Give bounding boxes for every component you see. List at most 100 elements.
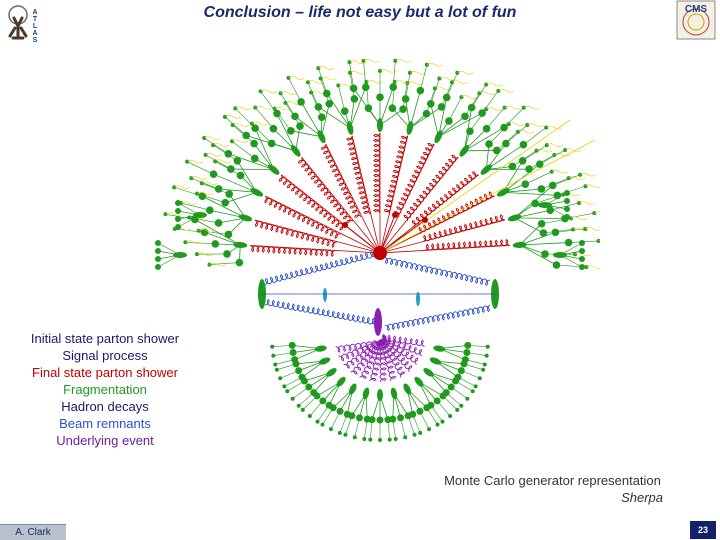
hadron-track bbox=[559, 254, 583, 260]
secondary-vertex bbox=[422, 217, 428, 223]
photon-line bbox=[213, 143, 230, 147]
photon-line bbox=[486, 82, 503, 87]
gluon-shower bbox=[346, 135, 371, 215]
slide-title: Conclusion – life not easy but a lot of … bbox=[203, 4, 517, 21]
hadron-track bbox=[544, 204, 568, 210]
decay-track bbox=[307, 82, 319, 108]
hadron bbox=[579, 256, 585, 262]
hadron-track bbox=[435, 360, 459, 378]
photon-line bbox=[186, 159, 204, 164]
hadron-track bbox=[301, 360, 325, 378]
photon-line bbox=[551, 169, 568, 174]
hadron-track bbox=[435, 360, 462, 371]
decay-product bbox=[455, 407, 460, 412]
decay-track bbox=[523, 127, 547, 145]
decay-product bbox=[459, 403, 464, 408]
decay-product bbox=[274, 367, 279, 372]
hadron-track bbox=[544, 204, 568, 218]
photon-line bbox=[198, 229, 215, 233]
hadron-track bbox=[514, 209, 551, 219]
decay-track bbox=[309, 400, 324, 417]
gluon-shower bbox=[250, 245, 336, 258]
hadron-track bbox=[514, 217, 544, 234]
decay-product bbox=[233, 106, 238, 111]
hadron-track bbox=[228, 153, 274, 171]
decay-product bbox=[364, 79, 369, 84]
decay-product bbox=[387, 437, 392, 442]
hadron-track bbox=[406, 388, 414, 415]
yellow-track bbox=[379, 119, 571, 254]
gluon-shower bbox=[279, 174, 346, 231]
photon-line bbox=[363, 59, 380, 63]
decay-track bbox=[273, 352, 294, 356]
secondary-vertex bbox=[342, 222, 348, 228]
decay-product bbox=[481, 367, 486, 372]
decay-track bbox=[471, 84, 487, 108]
event-generator-diagram bbox=[155, 58, 600, 442]
hadron bbox=[175, 200, 181, 206]
hadron-track bbox=[177, 202, 201, 216]
decay-product bbox=[296, 403, 301, 408]
decay-track bbox=[420, 64, 428, 91]
hard-leg bbox=[379, 219, 426, 254]
hadron-track bbox=[351, 393, 367, 417]
hadron-track bbox=[485, 143, 490, 170]
hadron-track bbox=[379, 394, 389, 420]
decay-track bbox=[442, 395, 458, 411]
legend-signal-process: Signal process bbox=[62, 348, 148, 363]
hadron bbox=[384, 416, 392, 424]
photon-line bbox=[586, 265, 600, 269]
photon-line bbox=[546, 143, 563, 147]
hadron-track bbox=[428, 372, 447, 393]
decay-track bbox=[196, 193, 226, 203]
hadron-track bbox=[225, 191, 257, 204]
yellow-track bbox=[379, 139, 596, 254]
decay-track bbox=[448, 96, 462, 122]
hadron-track bbox=[485, 143, 507, 170]
hadron bbox=[564, 214, 570, 220]
photon-line bbox=[517, 130, 535, 134]
decay-product bbox=[583, 226, 588, 231]
hadron-track bbox=[559, 242, 583, 256]
photon-line bbox=[546, 125, 563, 130]
decay-track bbox=[486, 107, 505, 129]
decay-track bbox=[392, 81, 395, 109]
initial-state-gluon bbox=[264, 298, 376, 326]
photon-line bbox=[434, 86, 452, 91]
decay-track bbox=[298, 392, 314, 407]
decay-product bbox=[482, 362, 487, 367]
decay-track bbox=[430, 405, 443, 422]
photon-line bbox=[479, 91, 496, 95]
legend-fragmentation: Fragmentation bbox=[63, 382, 147, 397]
hadron-track bbox=[559, 254, 583, 268]
decay-track bbox=[505, 124, 528, 144]
hadron-track bbox=[157, 242, 181, 256]
decay-track bbox=[349, 62, 354, 89]
hadron-track bbox=[218, 217, 246, 224]
decay-product bbox=[427, 427, 432, 432]
hadron-track bbox=[409, 106, 442, 129]
gluon-shower bbox=[418, 191, 495, 235]
decay-track bbox=[465, 359, 485, 365]
photon-line bbox=[570, 216, 588, 221]
hadron-track bbox=[393, 393, 409, 417]
decay-product bbox=[320, 422, 325, 427]
decay-product bbox=[202, 136, 207, 141]
decay-track bbox=[251, 123, 272, 144]
hadron-track bbox=[349, 98, 355, 129]
photon-line bbox=[201, 181, 218, 186]
underlying-gluon bbox=[379, 338, 406, 378]
photon-line bbox=[395, 59, 412, 63]
underlying-gluon bbox=[379, 339, 397, 381]
gluon-shower bbox=[383, 135, 409, 215]
photon-line bbox=[486, 107, 503, 111]
hadron bbox=[289, 349, 297, 357]
decay-track bbox=[339, 414, 348, 433]
hadron-track bbox=[359, 393, 367, 418]
photon-line bbox=[426, 62, 443, 67]
photon-line bbox=[191, 176, 208, 180]
decay-track bbox=[419, 411, 430, 430]
hadron-track bbox=[428, 371, 456, 382]
decay-track bbox=[275, 359, 295, 365]
photon-line bbox=[523, 105, 540, 110]
